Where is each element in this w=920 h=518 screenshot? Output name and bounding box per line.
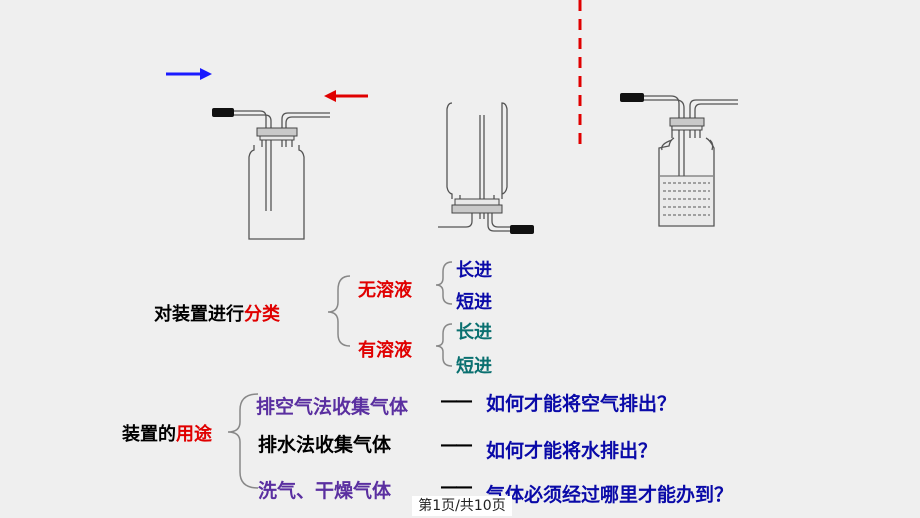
use-water-label: 排水法收集气体 [258,434,392,456]
usage-label: 装置的用途 [122,420,212,446]
short-in-label-2: 短进 [456,356,492,377]
gas-bottle-inverted [438,102,534,234]
long-in-label-1: 长进 [456,260,492,281]
question-air: 如何才能将空气排出？ [486,393,677,415]
short-in-label-1: 短进 [456,292,492,313]
usage-prefix: 装置的 [122,424,176,445]
use-wash-label: 洗气、干燥气体 [258,480,392,502]
dash-3: —— [440,476,473,497]
gas-bottle-with-liquid [620,93,738,227]
dash-1: —— [440,390,473,411]
usage-keyword: 用途 [176,424,212,445]
question-wash: 气体必须经过哪里才能办到？ [486,484,734,506]
question-water: 如何才能将水排出？ [486,440,658,462]
classify-label: 对装置进行分类 [154,300,280,326]
long-in-label-2: 长进 [456,322,492,343]
with-solution-label: 有溶液 [358,340,412,361]
classify-prefix: 对装置进行 [154,304,244,325]
use-air-label: 排空气法收集气体 [256,396,409,418]
classify-keyword: 分类 [244,304,280,325]
gas-bottle-upright [212,108,330,240]
page-indicator: 第1页/共10页 [412,496,512,516]
no-solution-label: 无溶液 [358,280,412,301]
dash-2: —— [440,434,473,455]
